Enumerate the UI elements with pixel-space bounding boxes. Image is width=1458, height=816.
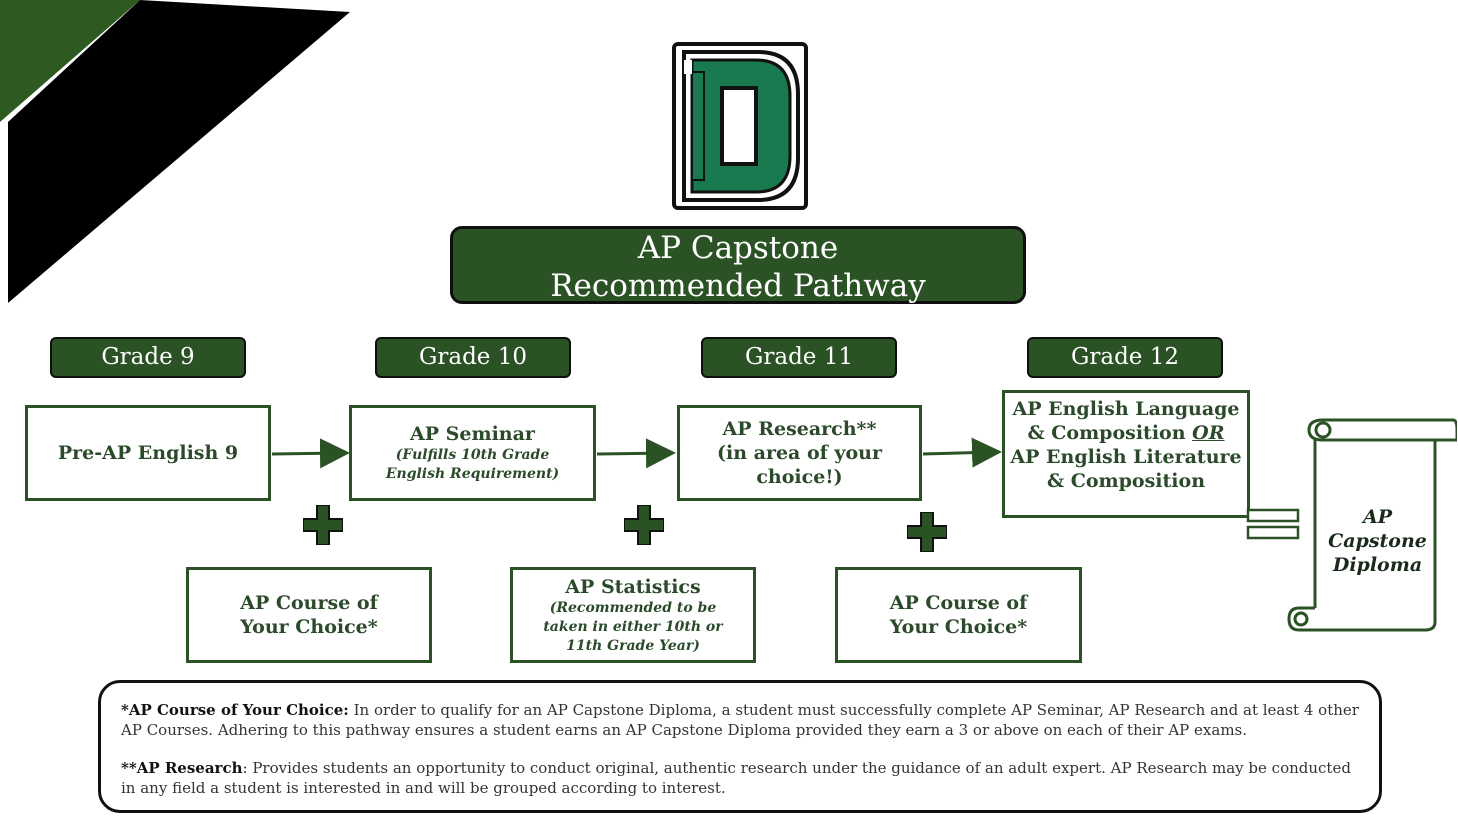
course-grade-10-label: AP Seminar [410,423,535,445]
course-grade-9: Pre-AP English 9 [25,405,271,501]
footnote-ap-course-choice: *AP Course of Your Choice: In order to q… [121,700,1359,740]
arrow-10-to-11 [596,438,676,469]
footnotes-box: *AP Course of Your Choice: In order to q… [98,680,1382,813]
course-grade-12-line-2-text: & Composition [1027,422,1193,444]
page-title: AP Capstone Recommended Pathway [450,226,1026,304]
course-grade-12-line-4: & Composition [1046,470,1206,492]
course-grade-11-label: AP Research** [722,418,877,440]
elective-course-2: AP Statistics (Recommended to be taken i… [510,567,756,663]
grade-12-header: Grade 12 [1027,337,1223,378]
plus-icon [907,512,947,552]
d-letter-logo-icon [672,42,808,210]
equals-sign-bottom [1246,525,1300,540]
elective-course-2-label: AP Statistics [565,575,701,598]
footnote-1-text: In order to qualify for an AP Capstone D… [121,701,1359,739]
title-line-2: Recommended Pathway [550,268,926,304]
course-grade-10-note: (Fulfills 10th Grade English Requirement… [385,447,560,482]
title-line-1: AP Capstone [637,230,839,266]
course-grade-12-line-3: AP English Literature [1010,446,1242,468]
or-emphasis: OR [1192,422,1225,444]
plus-icon [624,505,664,545]
elective-course-1-label: AP Course of Your Choice* [240,592,378,638]
diploma-line-2: Capstone [1328,530,1427,552]
diploma-line-1: AP [1362,506,1393,528]
diploma-scroll-icon [1287,418,1457,632]
elective-course-3: AP Course of Your Choice* [835,567,1082,663]
diploma-line-3: Diploma [1332,554,1423,576]
plus-icon [303,505,343,545]
footnote-2-label: **AP Research [121,759,243,777]
footnote-ap-research: **AP Research: Provides students an oppo… [121,758,1359,798]
diploma-label: AP Capstone Diploma [1320,505,1435,577]
equals-sign-top [1246,508,1300,523]
grade-10-header: Grade 10 [375,337,571,378]
footnote-1-label: *AP Course of Your Choice: [121,701,349,719]
arrow-11-to-12 [922,437,1002,468]
course-grade-10: AP Seminar (Fulfills 10th Grade English … [349,405,596,501]
elective-course-2-note: (Recommended to be taken in either 10th … [543,599,723,654]
corner-stripe-decoration [0,0,350,303]
arrow-9-to-10 [271,438,350,469]
footnote-2-text: : Provides students an opportunity to co… [121,759,1351,797]
elective-course-1: AP Course of Your Choice* [186,567,432,663]
course-grade-12: AP English Language & Composition OR AP … [1002,390,1250,518]
course-grade-11: AP Research** (in area of your choice!) [677,405,922,501]
grade-11-header: Grade 11 [701,337,897,378]
course-grade-11-note: (in area of your choice!) [717,442,882,488]
grade-9-header: Grade 9 [50,337,246,378]
elective-course-3-label: AP Course of Your Choice* [889,592,1028,638]
course-grade-9-label: Pre-AP English 9 [57,442,239,464]
course-grade-12-line-1: AP English Language [1012,398,1240,420]
course-grade-12-line-2: & Composition OR [1028,421,1225,445]
